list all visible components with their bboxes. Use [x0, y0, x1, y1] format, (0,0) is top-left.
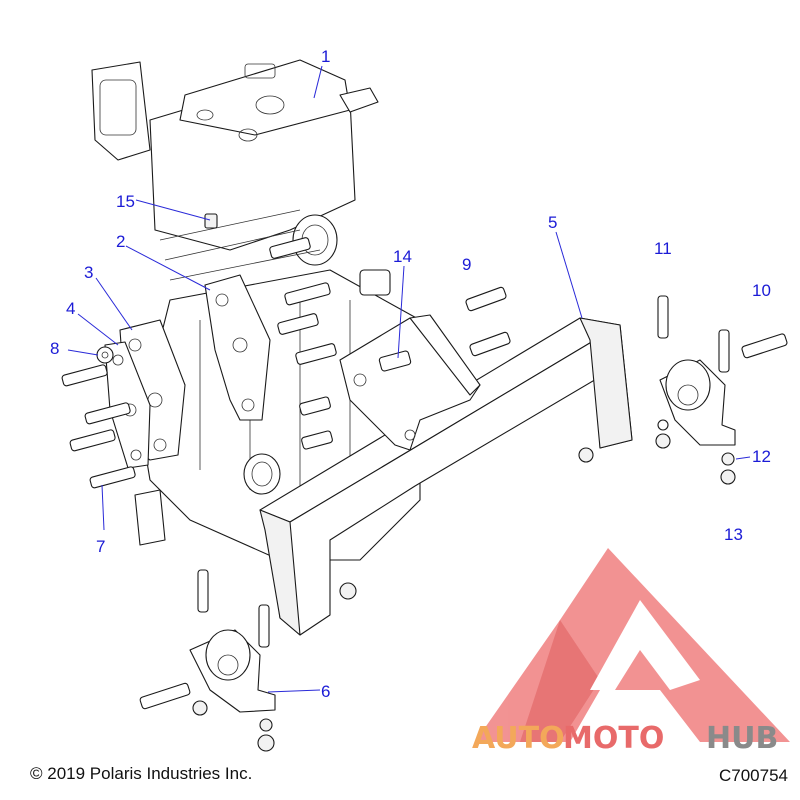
callout-2: 2: [116, 232, 125, 251]
automotohub-watermark: AUTO MOTO HUB: [472, 548, 790, 756]
callout-9: 9: [462, 255, 471, 274]
callout-1: 1: [321, 47, 330, 66]
callout-11: 11: [654, 239, 672, 258]
callout-5: 5: [548, 213, 557, 232]
bolts-9: [465, 286, 511, 357]
callout-14: 14: [393, 247, 412, 266]
callout-15: 15: [116, 192, 135, 211]
callout-8: 8: [50, 339, 59, 358]
watermark-text-moto: MOTO: [563, 721, 664, 756]
callout-leaders: [67, 65, 751, 693]
callout-6: 6: [321, 682, 330, 701]
callout-labels: 1 15 2 3 4 8 7 5 14 9 11 10 12 13 6: [50, 47, 771, 701]
right-engine-mount: [578, 295, 788, 485]
automotohub-logo-mark: [475, 548, 790, 742]
callout-10: 10: [752, 281, 771, 300]
copyright-notice: © 2019 Polaris Industries Inc.: [30, 764, 253, 783]
lower-engine-mount: [139, 569, 357, 752]
left-bolts: [61, 364, 136, 489]
diagram-catalog-code: C700754: [718, 766, 788, 785]
engine-mount-crossmember: [259, 314, 633, 636]
callout-7: 7: [96, 537, 105, 556]
watermark-text-hub: HUB: [706, 721, 778, 756]
callout-13: 13: [724, 525, 743, 544]
watermark-text-auto: AUTO: [472, 721, 565, 756]
callout-12: 12: [752, 447, 771, 466]
callout-3: 3: [84, 263, 93, 282]
callout-4: 4: [66, 299, 75, 318]
